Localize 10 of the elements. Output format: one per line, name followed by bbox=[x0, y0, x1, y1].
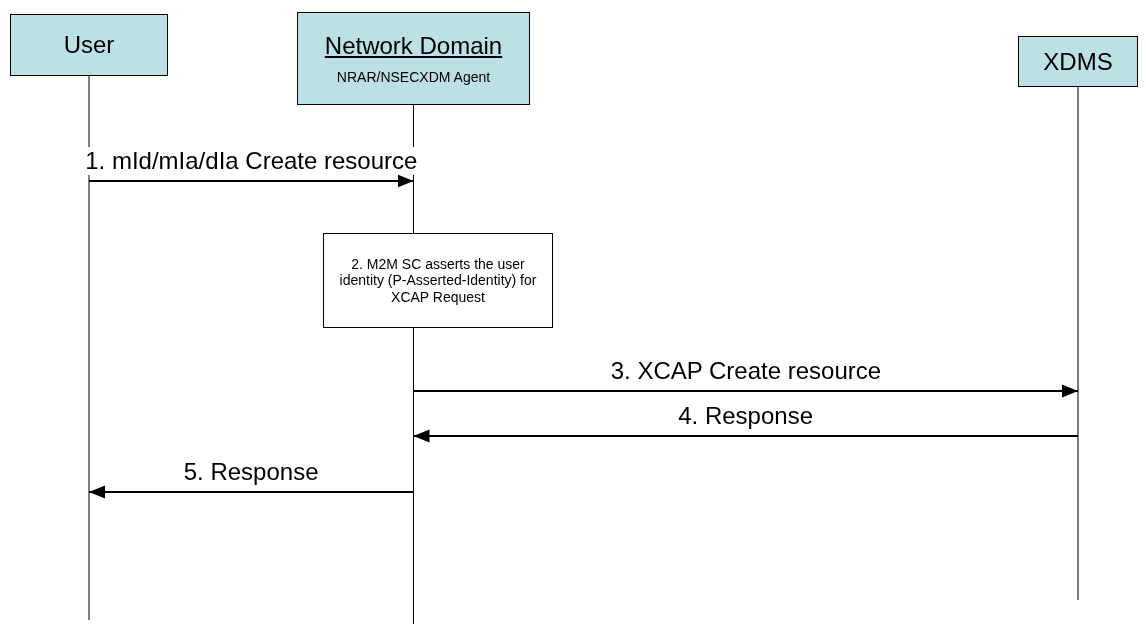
message-arrow bbox=[412, 429, 1079, 443]
message-arrow bbox=[412, 384, 1079, 398]
message-arrow bbox=[88, 485, 415, 499]
note-text: 2. M2M SC asserts the user identity (P-Asserted-Identity) for XCAP Request bbox=[338, 256, 538, 305]
participant-name: XDMS bbox=[1043, 47, 1113, 76]
participant-name: User bbox=[63, 31, 115, 59]
note-box bbox=[323, 233, 553, 328]
participant-name: Network Domain bbox=[324, 31, 503, 60]
participant-subtitle: NRAR/NSECXDM Agent bbox=[336, 69, 491, 86]
message-arrow bbox=[88, 174, 415, 188]
